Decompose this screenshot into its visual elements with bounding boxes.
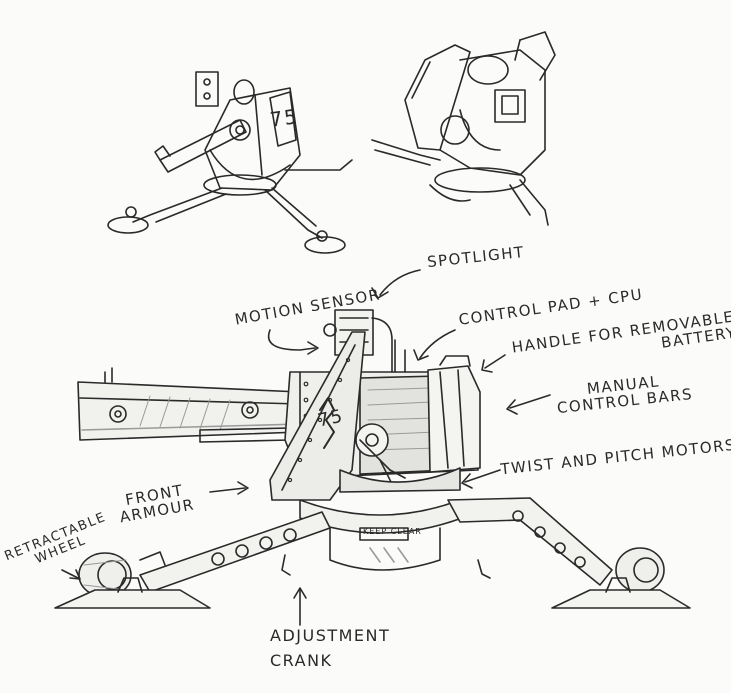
small-turret-sketch-right	[371, 31, 556, 226]
label-adjustment-crank-line1: ADJUSTMENT	[270, 626, 391, 645]
keep-clear-plate: KEEP CLEAR	[363, 527, 422, 536]
turret-number-top: 75	[268, 104, 300, 132]
main-turret-sketch	[54, 309, 691, 609]
callout-arrows	[61, 269, 551, 626]
small-turret-sketch-left	[107, 71, 353, 254]
label-adjustment-crank: ADJUSTMENT CRANK	[270, 626, 391, 670]
label-adjustment-crank-line2: CRANK	[270, 650, 333, 670]
